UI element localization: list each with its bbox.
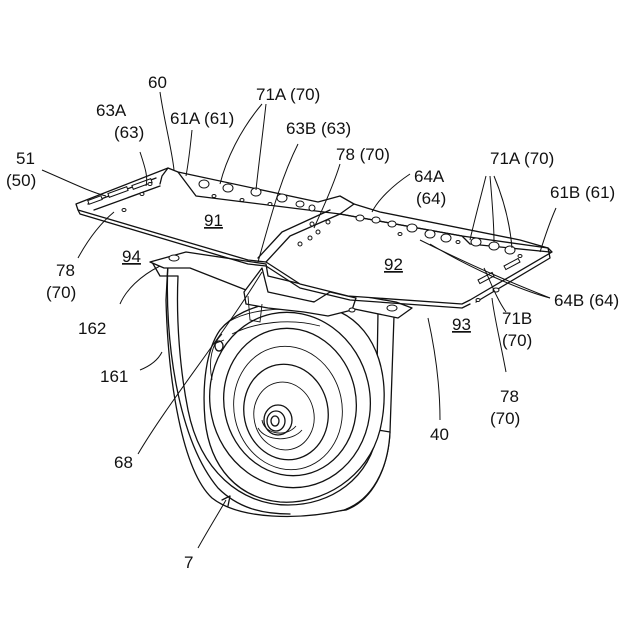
- label-94: 94: [122, 247, 141, 266]
- label-92: 92: [384, 255, 403, 274]
- label-78-right-ref: (70): [490, 409, 520, 428]
- label-60: 60: [148, 73, 167, 92]
- label-51: 51: [16, 149, 35, 168]
- label-68: 68: [114, 453, 133, 472]
- label-78-right: 78: [500, 387, 519, 406]
- top-plate: [76, 168, 552, 308]
- label-51-ref: (50): [6, 171, 36, 190]
- label-71b: 71B: [502, 309, 532, 328]
- label-64a-ref: (64): [416, 189, 446, 208]
- label-161: 161: [100, 367, 128, 386]
- label-71a-top: 71A (70): [256, 85, 320, 104]
- label-78-mid: 78 (70): [336, 145, 390, 164]
- label-61a: 61A (61): [170, 109, 234, 128]
- label-71a-right: 71A (70): [490, 149, 554, 168]
- label-61b: 61B (61): [550, 183, 615, 202]
- label-63a: 63A: [96, 101, 127, 120]
- label-7: 7: [184, 553, 193, 572]
- label-64b: 64B (64): [554, 291, 619, 310]
- label-64a: 64A: [414, 167, 445, 186]
- label-93: 93: [452, 315, 471, 334]
- label-71b-ref: (70): [502, 331, 532, 350]
- label-40: 40: [430, 425, 449, 444]
- label-63b: 63B (63): [286, 119, 351, 138]
- label-91: 91: [204, 211, 223, 230]
- label-63a-ref: (63): [114, 123, 144, 142]
- label-162: 162: [78, 319, 106, 338]
- label-78-left: 78: [56, 261, 75, 280]
- label-78-left-ref: (70): [46, 283, 76, 302]
